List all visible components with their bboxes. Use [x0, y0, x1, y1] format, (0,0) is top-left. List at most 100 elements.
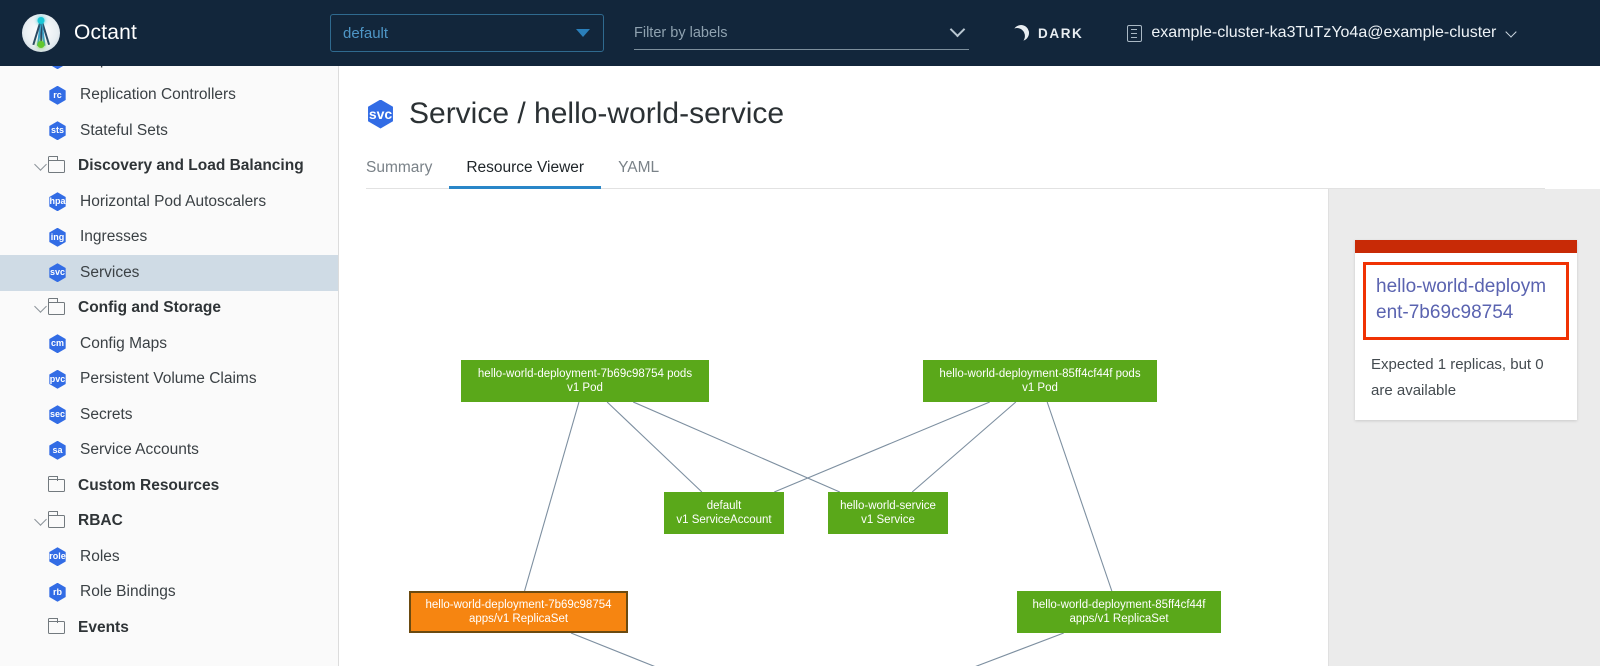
sidebar-item-custom-resources[interactable]: Custom Resources	[0, 468, 338, 504]
status-card-message: Expected 1 replicas, but 0 are available	[1371, 356, 1544, 399]
graph-edge	[606, 401, 703, 493]
sidebar-item-horizontal-pod-autoscalers[interactable]: hpa Horizontal Pod Autoscalers	[0, 184, 338, 220]
label-filter-placeholder: Filter by labels	[634, 24, 728, 41]
graph-node-rs-7b69[interactable]: hello-world-deployment-7b69c98754 apps/v1…	[409, 591, 628, 633]
k8s-service-icon: svc	[48, 263, 67, 283]
label-filter-input[interactable]: Filter by labels	[634, 16, 969, 50]
k8s-statefulset-icon: sts	[48, 121, 67, 141]
folder-icon	[47, 298, 65, 315]
resource-detail-panel: hello-world-deployment-7b69c98754 Expect…	[1328, 189, 1600, 666]
theme-toggle[interactable]: DARK	[1013, 25, 1083, 41]
brand-name: Octant	[74, 21, 138, 44]
sidebar-item-label: Config Maps	[80, 334, 168, 352]
sidebar-item-label: Stateful Sets	[80, 121, 168, 139]
sidebar-item-config-and-storage[interactable]: Config and Storage	[0, 291, 338, 327]
tab-summary[interactable]: Summary	[366, 159, 433, 176]
graph-node-kind: v1 Pod	[567, 382, 603, 394]
chevron-down-icon	[576, 29, 590, 37]
status-card-title-box[interactable]: hello-world-deployment-7b69c98754	[1363, 262, 1569, 340]
k8s-serviceaccount-icon: sa	[48, 440, 67, 460]
page-title: svc Service / hello-world-service	[339, 66, 1600, 131]
graph-node-kind: apps/v1 ReplicaSet	[468, 613, 569, 625]
sidebar-item-label: Events	[78, 618, 129, 636]
octant-logo-icon	[22, 14, 60, 52]
graph-node-sa-default[interactable]: default v1 ServiceAccount	[664, 492, 784, 534]
graph-node-name: hello-world-service	[840, 500, 936, 512]
sidebar-item-label: Horizontal Pod Autoscalers	[80, 192, 267, 210]
tab-resource-viewer[interactable]: Resource Viewer	[449, 153, 601, 189]
cluster-selector[interactable]: example-cluster-ka3TuTzYo4a@example-clus…	[1127, 24, 1518, 42]
main-content: svc Service / hello-world-service Summar…	[339, 66, 1600, 666]
page-title-text: Service / hello-world-service	[409, 97, 785, 130]
k8s-ingress-icon: ing	[48, 227, 67, 247]
moon-icon	[1010, 22, 1031, 43]
app-header: Octant default Filter by labels DARK exa…	[0, 0, 1600, 66]
status-card: hello-world-deployment-7b69c98754 Expect…	[1355, 240, 1577, 420]
sidebar-item-label: Discovery and Load Balancing	[78, 157, 304, 175]
k8s-secret-icon: sec	[48, 405, 67, 425]
graph-edge	[774, 401, 990, 493]
sidebar-item-label: Config and Storage	[78, 299, 221, 317]
sidebar-item-label: Services	[80, 263, 140, 281]
graph-node-kind: v1 Pod	[1022, 382, 1058, 394]
status-card-body: Expected 1 replicas, but 0 are available	[1355, 340, 1577, 420]
graph-node-kind: v1 ServiceAccount	[676, 514, 772, 526]
cluster-icon	[1127, 24, 1143, 42]
graph-edge	[975, 632, 1064, 666]
sidebar-item-label: Replication Controllers	[80, 86, 236, 104]
sidebar-item-label: Persistent Volume Claims	[80, 370, 257, 388]
sidebar-item-stateful-sets[interactable]: sts Stateful Sets	[0, 113, 338, 149]
k8s-role-icon: role	[48, 547, 67, 567]
k8s-service-icon: svc	[366, 99, 395, 129]
tab-yaml[interactable]: YAML	[618, 159, 660, 176]
graph-node-name: hello-world-deployment-7b69c98754	[425, 599, 612, 611]
folder-icon	[47, 475, 65, 493]
graph-node-kind: apps/v1 ReplicaSet	[1069, 613, 1169, 625]
sidebar-item-events[interactable]: Events	[0, 610, 338, 646]
sidebar-item-service-accounts[interactable]: sa Service Accounts	[0, 433, 338, 469]
tab-bar: Summary Resource Viewer YAML	[366, 153, 1545, 189]
sidebar-item-label: RBAC	[78, 512, 123, 530]
folder-icon	[47, 511, 65, 528]
sidebar-item-label: Service Accounts	[80, 441, 199, 459]
status-badge	[1355, 240, 1577, 253]
folder-icon	[47, 156, 65, 173]
sidebar[interactable]: rsReplica SetsrcReplication Controllerss…	[0, 0, 339, 666]
namespace-select[interactable]: default	[330, 14, 604, 52]
sidebar-item-rbac[interactable]: RBAC	[0, 504, 338, 540]
status-card-title: hello-world-deployment-7b69c98754	[1376, 276, 1547, 323]
sidebar-item-config-maps[interactable]: cm Config Maps	[0, 326, 338, 362]
sidebar-item-discovery-and-load-balancing[interactable]: Discovery and Load Balancing	[0, 149, 338, 185]
k8s-rolebinding-icon: rb	[48, 582, 67, 602]
folder-icon	[47, 617, 65, 635]
sidebar-item-ingresses[interactable]: ing Ingresses	[0, 220, 338, 256]
graph-node-svc-hello[interactable]: hello-world-service v1 Service	[828, 492, 948, 534]
chevron-down-icon[interactable]	[22, 512, 48, 526]
sidebar-nav-list: rsReplica SetsrcReplication Controllerss…	[0, 0, 338, 646]
graph-edge	[570, 632, 655, 666]
chevron-down-icon[interactable]	[22, 157, 48, 171]
sidebar-item-replication-controllers[interactable]: rc Replication Controllers	[0, 78, 338, 114]
graph-edge	[524, 401, 580, 592]
chevron-down-icon[interactable]	[22, 299, 48, 313]
chevron-down-icon	[949, 21, 966, 38]
brand[interactable]: Octant	[0, 14, 330, 52]
graph-node-kind: v1 Service	[861, 514, 915, 526]
k8s-hpa-icon: hpa	[48, 192, 67, 212]
namespace-value: default	[343, 24, 389, 42]
k8s-replicationcontroller-icon: rc	[48, 85, 67, 105]
sidebar-item-label: Ingresses	[80, 228, 148, 246]
k8s-configmap-icon: cm	[48, 334, 67, 354]
sidebar-item-services[interactable]: svc Services	[0, 255, 338, 291]
cluster-name: example-cluster-ka3TuTzYo4a@example-clus…	[1151, 24, 1497, 41]
graph-node-name: default	[706, 500, 742, 512]
